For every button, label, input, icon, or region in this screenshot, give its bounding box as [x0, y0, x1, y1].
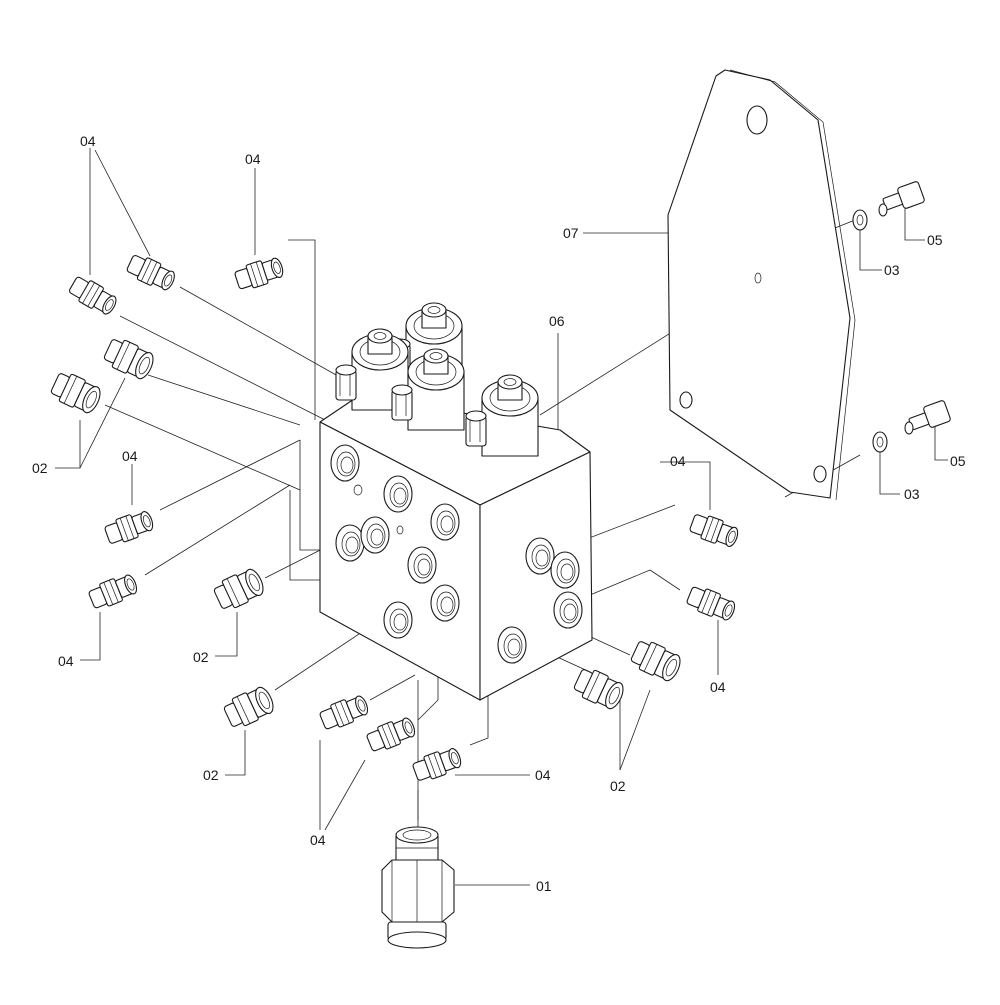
callout-labels: 04 04 07 06 05 03 05 03 02 04 04 04 02 0…	[32, 133, 966, 894]
valve-block	[319, 394, 593, 701]
label-03-upper: 03	[884, 262, 900, 278]
washer-upper	[852, 209, 868, 231]
large-fitting	[381, 826, 455, 949]
bolt-upper	[878, 181, 925, 217]
label-04-top: 04	[245, 151, 261, 167]
label-04-top-left: 04	[80, 133, 96, 149]
mounting-plate	[667, 69, 856, 501]
bolt-lower	[904, 400, 951, 435]
label-04-bottom: 04	[310, 832, 326, 848]
label-04-left-low: 04	[58, 653, 74, 669]
label-07: 07	[563, 225, 579, 241]
label-05-upper: 05	[927, 232, 943, 248]
label-06: 06	[549, 313, 565, 329]
label-02-right: 02	[610, 778, 626, 794]
washer-lower	[872, 431, 888, 453]
label-02-bottom-left: 02	[203, 767, 219, 783]
label-04-right-lower: 04	[710, 679, 726, 695]
label-03-lower: 03	[904, 486, 920, 502]
label-02-left: 02	[32, 460, 48, 476]
leader-lines	[55, 148, 948, 886]
label-04-right-upper: 04	[670, 453, 686, 469]
label-04-bottom-right: 04	[535, 767, 551, 783]
label-01: 01	[536, 878, 552, 894]
label-04-left-mid: 04	[122, 448, 138, 464]
label-05-lower: 05	[950, 453, 966, 469]
label-02-left-low: 02	[193, 649, 209, 665]
